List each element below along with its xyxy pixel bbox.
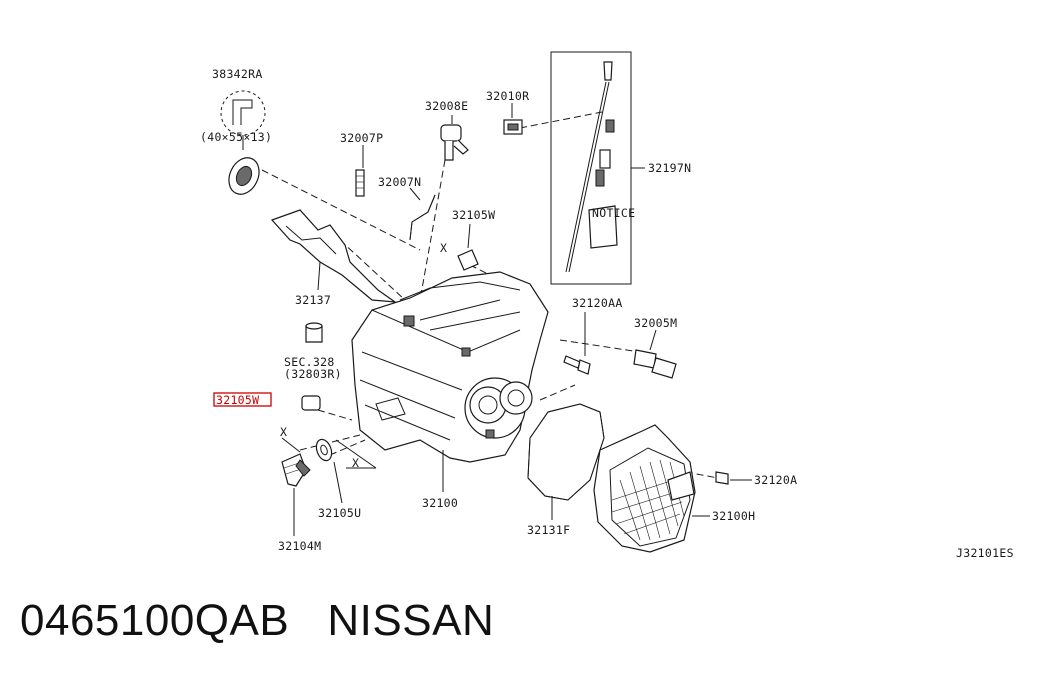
part-32120A-bolt[interactable]	[715, 471, 752, 485]
label-32100: 32100	[422, 496, 458, 510]
part-32005M-sensor[interactable]	[633, 329, 677, 379]
label-32104M: 32104M	[278, 539, 321, 553]
part-32105U-washer[interactable]	[314, 437, 377, 504]
diagram-code: J32101ES	[956, 546, 1014, 560]
label-x-mid: X	[352, 456, 359, 470]
part-sec328-plug[interactable]	[305, 322, 323, 343]
part-32100H-housing[interactable]	[593, 424, 710, 553]
label-32007P: 32007P	[340, 131, 383, 145]
label-32105W-highlight[interactable]: 32105W	[216, 393, 259, 407]
label-sec328-sub: (32803R)	[284, 367, 342, 381]
parts-diagram: 38342RA (40×55×13) 32007P 32008E 32010R …	[200, 51, 1014, 560]
label-32008E: 32008E	[425, 99, 468, 113]
label-32137: 32137	[295, 293, 331, 307]
label-sec328: SEC.328	[284, 355, 335, 369]
label-notice: NOTICE	[592, 206, 635, 220]
label-32120AA: 32120AA	[572, 296, 623, 310]
label-x-top: X	[440, 241, 447, 255]
part-32007N-hose[interactable]	[409, 187, 436, 241]
label-32131F: 32131F	[527, 523, 570, 537]
footer-brand: NISSAN	[327, 596, 495, 645]
part-32008E-breather[interactable]	[440, 115, 469, 161]
part-32007P-pin[interactable]	[355, 145, 365, 197]
part-38342RA-seal[interactable]	[220, 90, 266, 199]
part-32100-transmission-case[interactable]	[351, 271, 549, 492]
footer-caption: 0465100QAB NISSAN	[20, 596, 494, 646]
part-32120AA-bolt[interactable]	[563, 312, 591, 375]
label-32105W-top: 32105W	[452, 208, 495, 222]
label-38342RA: 38342RA	[212, 67, 263, 81]
assembly-guide-lines	[261, 111, 719, 479]
part-32010R-clip[interactable]	[503, 103, 523, 135]
label-32197N: 32197N	[648, 161, 691, 175]
part-32105W-side-plug[interactable]	[301, 395, 321, 411]
label-x-low: X	[280, 425, 287, 439]
label-32005M: 32005M	[634, 316, 677, 330]
label-32010R: 32010R	[486, 89, 529, 103]
label-32100H: 32100H	[712, 509, 755, 523]
label-32120A: 32120A	[754, 473, 797, 487]
label-seal-size: (40×55×13)	[200, 130, 272, 144]
part-32137-bracket[interactable]	[270, 209, 398, 303]
part-32197N-dipstick[interactable]	[550, 51, 645, 285]
label-32105U: 32105U	[318, 506, 361, 520]
label-32007N: 32007N	[378, 175, 421, 189]
part-32104M-plug[interactable]	[281, 437, 311, 536]
part-32105W-top-plug[interactable]	[457, 223, 479, 271]
part-32131F-gasket[interactable]	[527, 403, 605, 520]
highlight-box	[213, 392, 272, 407]
footer-part-number: 0465100QAB	[20, 596, 290, 645]
